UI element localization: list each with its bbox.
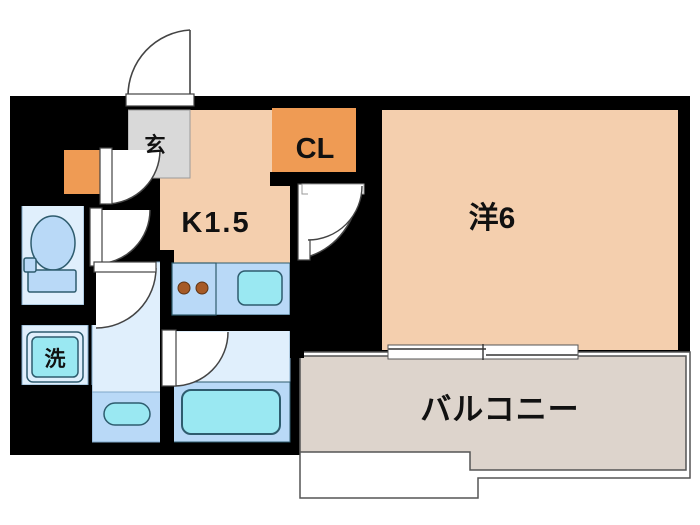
label-entrance: 玄 [145,133,166,157]
doors-group [89,29,579,387]
gas-burner-right-icon [195,281,209,295]
bathtub-icon [181,389,281,435]
closet-door[interactable] [307,185,363,241]
washer-pan-inner [31,336,79,378]
toilet-bottom-wall [10,305,96,325]
balcony-group [299,351,691,499]
toilet-bowl-icon [30,215,76,271]
label-living-room: 洋6 [469,202,516,235]
kitchen-sink-basin-icon [237,270,283,306]
label-washer: 洗 [45,348,66,371]
label-closet: CL [296,133,335,165]
genkan-inner-door[interactable] [99,147,161,205]
entrance-left-wall-lower [10,96,65,206]
bathroom-door[interactable] [161,329,229,387]
closet-bottom-wall [270,172,382,186]
living-room-floor [382,110,678,350]
washer-bottom-wall [10,385,92,455]
closet-floor [272,108,356,172]
labels-group: 洋6 K1.5 玄 CL 洗 バルコニー [45,133,579,427]
balcony-sliding-door[interactable] [387,344,579,360]
closet-right-wall [356,96,382,180]
kitchen-left-wall [160,250,174,330]
entrance-door[interactable] [125,29,195,107]
toilet-lever-icon [23,257,37,273]
vanity-basin-icon [103,402,151,426]
toilet-tank-icon [27,269,77,293]
fixtures-group [23,215,283,435]
gas-burner-left-icon [177,281,191,295]
washroom-upper-door[interactable] [93,261,157,329]
label-balcony: バルコニー [420,392,579,427]
balcony-floor [299,355,687,471]
kitchen-counter-underwall [160,315,300,331]
label-kitchen: K1.5 [181,207,250,239]
